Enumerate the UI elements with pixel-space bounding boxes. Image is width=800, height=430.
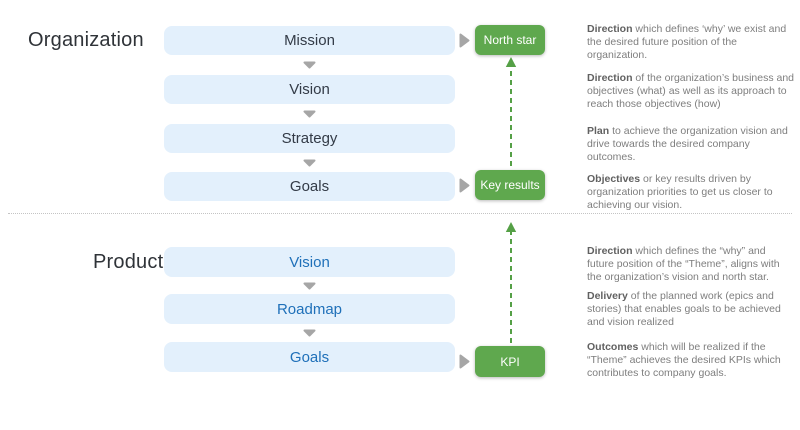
triangle-right-icon: [459, 178, 470, 193]
chevron-down-icon: [303, 282, 316, 290]
organization-heading: Organization: [28, 29, 144, 51]
description-product-goals-lead: Outcomes: [587, 341, 639, 353]
product-box-roadmap-label: Roadmap: [276, 300, 343, 318]
chevron-down-icon: [303, 329, 316, 337]
description-goals: Objectives or key results driven by orga…: [587, 173, 795, 212]
description-mission: Direction which defines ‘why’ we exist a…: [587, 23, 795, 62]
description-vision-rest: of the organization’s business and objec…: [587, 72, 795, 110]
product-box-vision: Vision: [164, 247, 455, 277]
product-box-roadmap: Roadmap: [164, 294, 455, 324]
description-product-goals: Outcomes which will be realized if the “…: [587, 341, 795, 380]
org-box-strategy: Strategy: [164, 124, 455, 153]
product-box-goals: Goals: [164, 342, 455, 372]
product-heading: Product: [93, 251, 164, 273]
description-product-goals-rest: which will be realized if the “Theme” ac…: [587, 341, 781, 379]
badge-key-results: Key results: [475, 170, 545, 200]
description-product-vision-lead: Direction: [587, 245, 633, 257]
description-product-vision: Direction which defines the “why” and fu…: [587, 245, 795, 284]
description-mission-rest: which defines ‘why’ we exist and the des…: [587, 23, 787, 61]
chevron-down-icon: [303, 159, 316, 167]
badge-key-results-label: Key results: [480, 178, 540, 192]
triangle-right-icon: [459, 33, 470, 48]
description-roadmap-lead: Delivery: [587, 290, 628, 302]
chevron-down-icon: [303, 61, 316, 69]
description-strategy: Plan to achieve the organization vision …: [587, 125, 795, 164]
description-vision: Direction of the organization’s business…: [587, 72, 795, 111]
org-box-goals: Goals: [164, 172, 455, 201]
description-roadmap-rest: of the planned work (epics and stories) …: [587, 290, 781, 328]
badge-north-star: North star: [475, 25, 545, 55]
product-box-vision-label: Vision: [289, 253, 330, 271]
badge-north-star-label: North star: [483, 33, 537, 47]
triangle-right-icon: [459, 354, 470, 369]
org-box-mission: Mission: [164, 26, 455, 55]
section-divider: [8, 213, 792, 214]
badge-kpi: KPI: [475, 346, 545, 377]
description-product-vision-rest: which defines the “why” and future posit…: [587, 245, 780, 283]
dashed-up-arrow-icon: [505, 222, 517, 343]
chevron-down-icon: [303, 110, 316, 118]
org-box-mission-label: Mission: [284, 32, 335, 49]
org-box-strategy-label: Strategy: [281, 130, 338, 147]
description-mission-lead: Direction: [587, 23, 633, 35]
dashed-up-arrow-icon: [505, 57, 517, 166]
product-box-goals-label: Goals: [289, 348, 330, 366]
org-box-vision: Vision: [164, 75, 455, 104]
org-box-vision-label: Vision: [289, 81, 330, 98]
description-strategy-lead: Plan: [587, 125, 610, 137]
badge-kpi-label: KPI: [500, 354, 520, 369]
description-goals-lead: Objectives: [587, 173, 641, 185]
org-box-goals-label: Goals: [289, 178, 330, 195]
description-strategy-rest: to achieve the organization vision and d…: [587, 125, 788, 163]
description-goals-rest: or key results driven by organization pr…: [587, 173, 773, 211]
description-vision-lead: Direction: [587, 72, 633, 84]
description-roadmap: Delivery of the planned work (epics and …: [587, 290, 795, 329]
